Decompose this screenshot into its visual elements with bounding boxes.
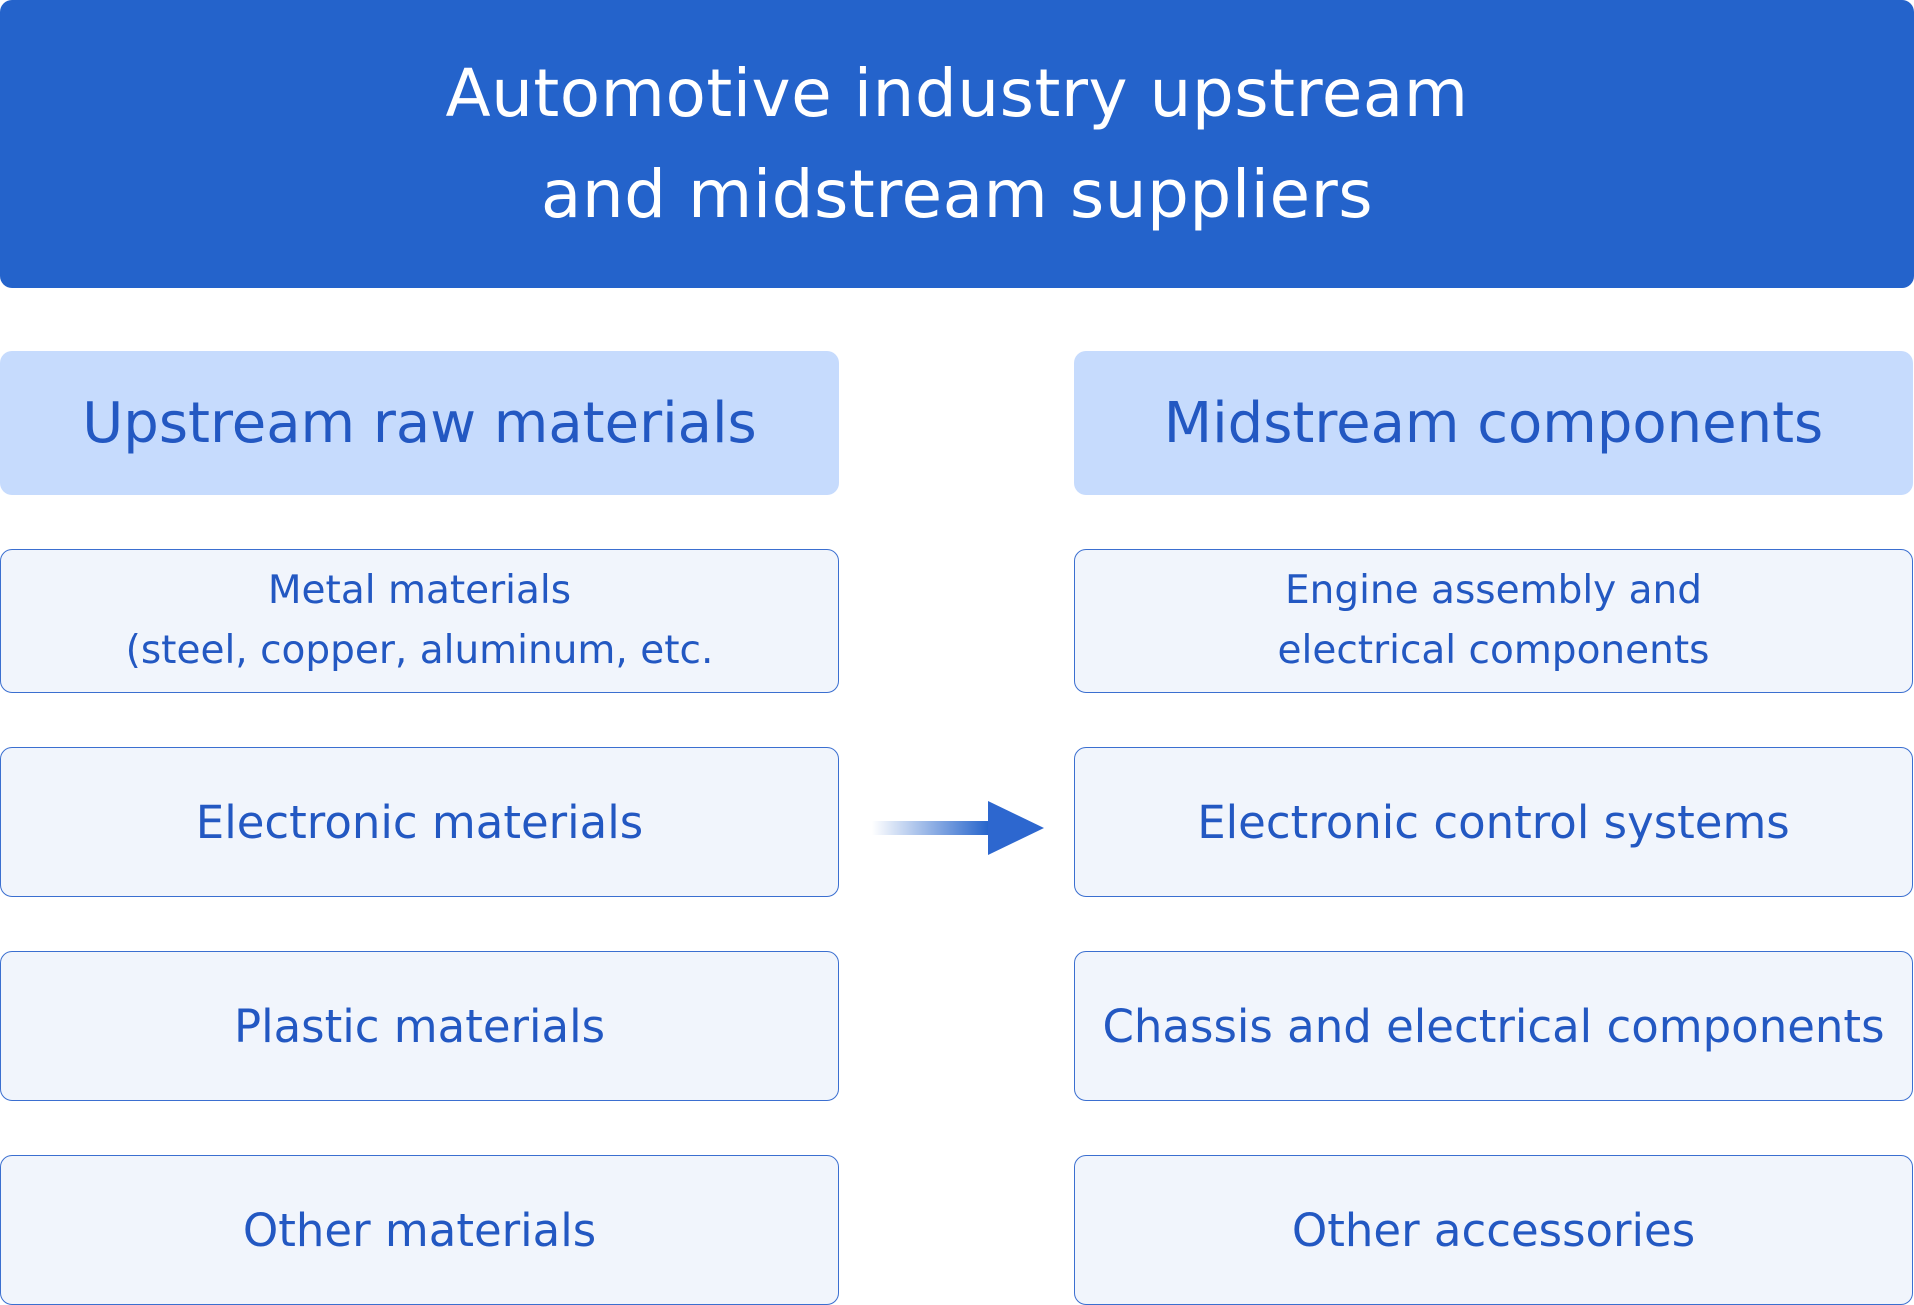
midstream-item-label: Electronic control systems <box>1197 795 1790 849</box>
upstream-item-line-1: Metal materials <box>267 568 572 613</box>
upstream-item-label: Other materials <box>242 1203 597 1257</box>
upstream-item-other-materials: Other materials <box>0 1155 839 1305</box>
upstream-item-electronic-materials: Electronic materials <box>0 747 839 897</box>
midstream-item-line-1: Engine assembly and <box>1284 568 1703 613</box>
arrow-right-icon <box>872 801 1044 855</box>
upstream-item-label: Plastic materials <box>233 999 606 1053</box>
title-line-1: Automotive industry upstream <box>445 55 1469 132</box>
midstream-item-electronic-control-systems: Electronic control systems <box>1074 747 1913 897</box>
midstream-item-line-2: electrical components <box>1277 628 1710 673</box>
upstream-header: Upstream raw materials <box>0 351 839 495</box>
upstream-item-line-2: (steel, copper, aluminum, etc. <box>125 628 714 673</box>
upstream-item-plastic-materials: Plastic materials <box>0 951 839 1101</box>
midstream-item-engine-assembly: Engine assembly and electrical component… <box>1074 549 1913 693</box>
title-line-2: and midstream suppliers <box>540 156 1374 233</box>
midstream-item-label: Chassis and electrical components <box>1102 999 1885 1053</box>
midstream-header: Midstream components <box>1074 351 1913 495</box>
midstream-item-chassis-electrical: Chassis and electrical components <box>1074 951 1913 1101</box>
upstream-item-label: Electronic materials <box>195 795 644 849</box>
midstream-item-label: Other accessories <box>1291 1203 1696 1257</box>
upstream-item-metal-materials: Metal materials (steel, copper, aluminum… <box>0 549 839 693</box>
midstream-item-other-accessories: Other accessories <box>1074 1155 1913 1305</box>
title-banner: Automotive industry upstream and midstre… <box>0 0 1914 288</box>
